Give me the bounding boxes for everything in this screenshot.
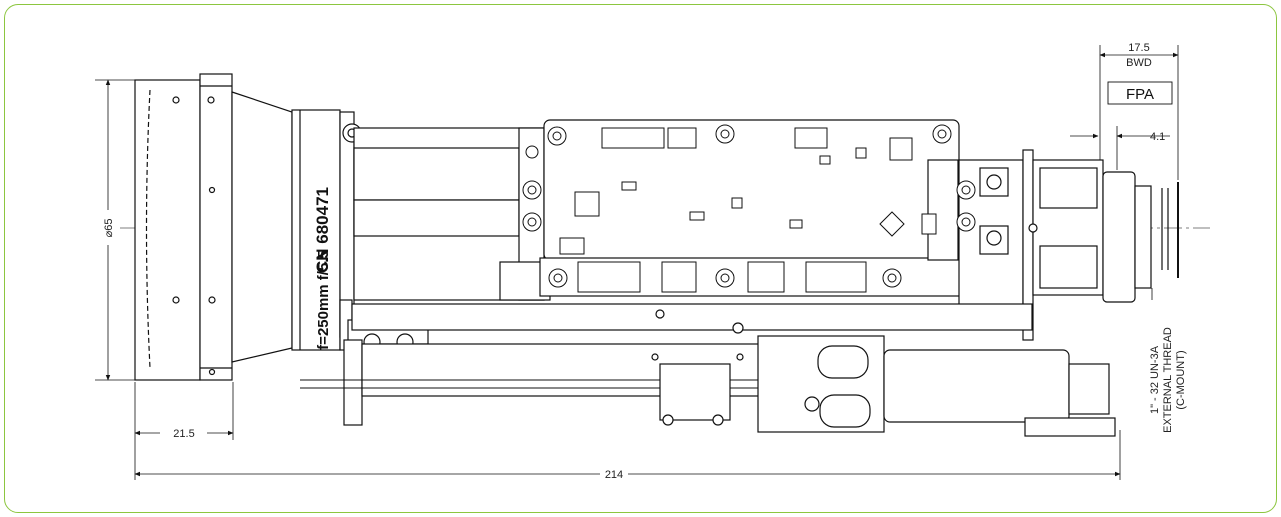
focus-mechanism [300,299,1116,437]
bwd-label: BWD [1126,57,1152,69]
camera-housing [353,119,1179,341]
overall-length-value: 214 [605,469,623,481]
pcb-connectors [559,127,937,293]
dimension-lines [95,45,1179,480]
bwd-value: 17.5 [1128,42,1149,54]
thread-note-line2: EXTERNAL THREAD [1162,327,1174,433]
lens-model-marking: CN 680471 [313,187,332,273]
pcb-screws [522,124,976,288]
thread-note-line1: 1" - 32 UN-3A [1149,345,1161,414]
thread-note-line3: (C-MOUNT) [1175,350,1187,409]
lens-spec-marking: f=250mm f/5.5 [315,250,332,350]
front-length-value: 21.5 [173,428,194,440]
lens-assembly [134,73,362,381]
diameter-value: ⌀65 [103,219,115,238]
fpa-box [1107,81,1173,105]
fpa-label: FPA [1126,86,1154,103]
offset-value: 4.1 [1150,131,1165,143]
